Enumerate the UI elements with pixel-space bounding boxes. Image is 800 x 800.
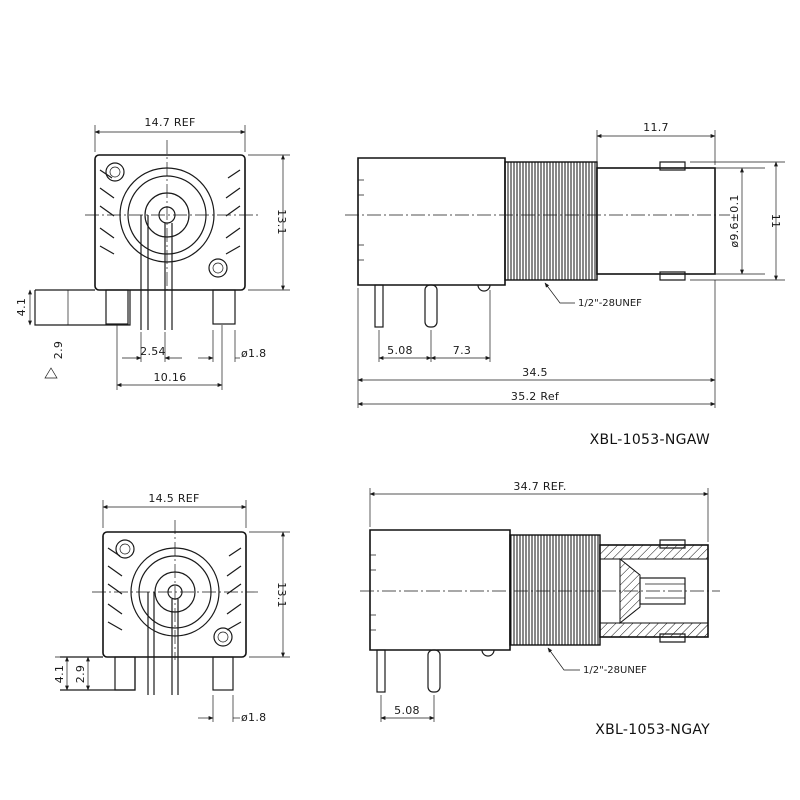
bottom-pin-dim-1: 5.08: [394, 704, 420, 717]
side-body-b: [369, 529, 511, 651]
top-pin-dim-2: 7.3: [453, 344, 471, 357]
mount-hole-bottom-right: [208, 258, 228, 278]
top-thread-callout: 1/2"-28UNEF: [578, 298, 642, 309]
outer-dia-dim: 11: [769, 214, 782, 229]
top-spacing-dim: 10.16: [154, 371, 187, 384]
front-housing-b: [102, 531, 247, 658]
top-pin-dia-dim: ø1.8: [241, 347, 266, 360]
top-side-view: 11.7 ø9.6±0.1 11 1/2"-28UNEF 5.08 7.3 34…: [345, 121, 785, 448]
nose-length-dim: 11.7: [643, 121, 669, 134]
mount-hole-b-bottom-right: [213, 627, 233, 647]
bottom-side-view: 34.7 REF. 1/2"-28UNEF 5.08 XBL-1053-NGAY: [360, 480, 720, 738]
mount-hole-b-top-left: [115, 539, 135, 559]
bottom-overall-dim: 34.7 REF.: [513, 480, 566, 493]
bottom-part-number: XBL-1053-NGAY: [595, 722, 710, 738]
top-length-dim: 34.5: [522, 366, 548, 379]
ground-post-left: [105, 289, 129, 325]
threaded-section-b: [509, 534, 601, 646]
threaded-section: [504, 161, 598, 281]
side-pin-2: [424, 284, 438, 328]
bayonet-nose: [596, 167, 716, 275]
top-part-number: XBL-1053-NGAW: [590, 432, 710, 448]
top-standoff-dim: 2.9: [52, 341, 65, 359]
bottom-pin-dia-dim: ø1.8: [241, 711, 266, 724]
top-overall-dim: 35.2 Ref: [511, 390, 560, 403]
top-pin-height-dim: 4.1: [15, 298, 28, 316]
ground-post-right: [212, 289, 236, 325]
board-outline: [34, 289, 131, 326]
side-pin-b-2: [427, 649, 441, 693]
top-height-dim: 13.1: [275, 209, 288, 235]
bottom-height-dim: 13.1: [275, 582, 288, 608]
side-pin-1: [374, 284, 384, 328]
delta-symbol: [44, 367, 58, 379]
ground-post-b-left: [114, 656, 136, 691]
bottom-pin-height-dim: 4.1: [53, 665, 66, 683]
mount-hole-top-left: [105, 162, 125, 182]
side-pin-b-1: [376, 649, 386, 693]
bottom-thread-callout: 1/2"-28UNEF: [583, 665, 647, 676]
inner-dia-dim: ø9.6±0.1: [728, 194, 741, 247]
top-pin-dim-1: 5.08: [387, 344, 413, 357]
bayonet-studs: [659, 161, 686, 281]
top-width-dim: 14.7 REF: [144, 116, 195, 129]
side-body: [357, 157, 506, 286]
board-outline-b: [60, 656, 136, 691]
bottom-standoff-dim: 2.9: [74, 665, 87, 683]
bottom-width-dim: 14.5 REF: [148, 492, 199, 505]
top-pitch-dim: 2.54: [140, 345, 166, 358]
top-front-view: 14.7 REF 13.1 4.1 2.9 2.54 10.16 ø1.8: [15, 116, 290, 390]
ground-post-b-right: [212, 656, 234, 691]
bottom-front-view: 14.5 REF 13.1 4.1 2.9 ø1.8: [53, 492, 290, 724]
